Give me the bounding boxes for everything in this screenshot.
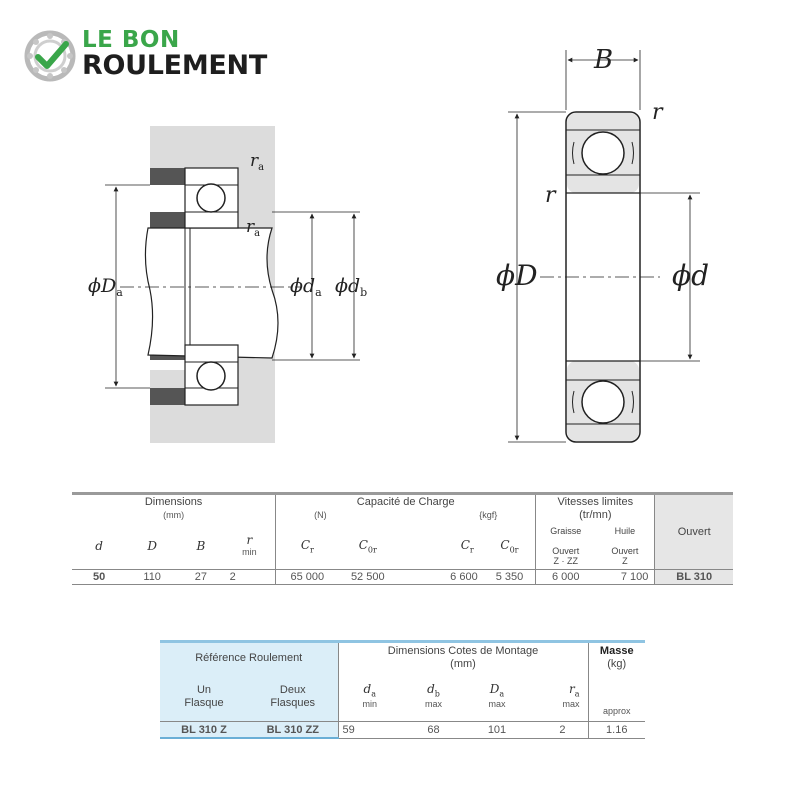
- unit-N: (N): [314, 510, 327, 520]
- sym-B: B: [196, 539, 206, 553]
- label-B: B: [593, 45, 613, 75]
- header-reference: Référence Roulement: [160, 640, 339, 673]
- header-dimensions-unit: (mm): [163, 510, 185, 520]
- header-mass-label: Masse: [599, 645, 634, 657]
- brand-logo: LE BON ROULEMENT: [24, 28, 304, 84]
- label-D: ϕD: [496, 259, 538, 292]
- bearing-spec-table: Dimensions (mm) Capacité de Charge (N) {…: [72, 492, 733, 585]
- label-db: ϕdb: [335, 275, 367, 299]
- label-d: ϕd: [672, 259, 709, 292]
- label-r-side: r: [545, 183, 557, 208]
- header-speed-label: Vitesses limites: [557, 496, 634, 508]
- mass-approx: approx: [602, 706, 631, 716]
- sym-da-lim: min: [362, 699, 377, 710]
- sym-r: r: [246, 532, 253, 547]
- sym-Da-lim: max: [488, 699, 506, 710]
- cell-mass: 1.16: [588, 721, 645, 739]
- header-speed-unit: (tr/mn): [579, 509, 612, 521]
- sym-D: D: [147, 539, 157, 553]
- sym-Cr-N: Cr: [300, 537, 314, 555]
- sym-C0r-kgf: C0r: [500, 537, 519, 555]
- col-grease: Graisse Ouvert Z · ZZ: [536, 523, 596, 570]
- sym-d: d: [95, 539, 103, 553]
- bearing-section-drawing: [508, 50, 700, 443]
- col-grease-sub2: Z · ZZ: [553, 556, 579, 566]
- label-ra-side: ra: [246, 217, 260, 239]
- mounting-drawing: [105, 126, 360, 443]
- header-mounting-label: Dimensions Cotes de Montage: [387, 645, 539, 657]
- table-row: BL 310 Z BL 310 ZZ 59 68 101 2 1.16: [160, 721, 645, 739]
- header-open: Ouvert: [654, 492, 733, 570]
- header-reference-label: Référence Roulement: [195, 652, 303, 664]
- label-Da: ϕDa: [88, 275, 123, 299]
- header-capacity: Capacité de Charge (N) {kgf}: [275, 492, 537, 523]
- sym-db: db: [427, 681, 440, 699]
- header-mass: Masse (kg): [588, 640, 645, 673]
- header-open-label: Ouvert: [677, 526, 711, 538]
- col-two-shields: Deux Flasques: [248, 673, 339, 722]
- sym-ra-lim: max: [562, 699, 580, 710]
- col-grease-label: Graisse: [550, 526, 582, 536]
- col-two-shields-l2: Flasques: [270, 697, 316, 709]
- bearing-check-icon: [24, 30, 76, 82]
- header-speed: Vitesses limites (tr/mn): [535, 492, 656, 523]
- sym-r-min: min: [242, 546, 257, 557]
- cell-Cr-kgf: 6 600: [397, 569, 484, 585]
- header-mounting-unit: (mm): [450, 658, 476, 670]
- header-dimensions: Dimensions (mm): [72, 492, 277, 523]
- col-oil-label: Huile: [614, 526, 636, 536]
- cell-db: 68: [401, 721, 466, 739]
- header-dimensions-label: Dimensions: [144, 496, 203, 508]
- sym-db-lim: max: [424, 699, 442, 710]
- sym-Da: Da: [489, 681, 505, 699]
- cell-ref-z: BL 310 Z: [160, 721, 248, 739]
- cell-Da: 101: [466, 721, 528, 739]
- col-two-shields-l1: Deux: [279, 684, 306, 696]
- sym-Cr-kgf: Cr: [460, 537, 474, 555]
- cell-C0r-kgf: 5 350: [483, 569, 537, 585]
- col-oil-sub1: Ouvert: [611, 546, 639, 556]
- cell-B: 27: [178, 569, 224, 585]
- header-mounting: Dimensions Cotes de Montage (mm): [338, 640, 589, 673]
- col-oil-sub2: Z: [622, 556, 628, 566]
- col-oil: Huile Ouvert Z: [595, 523, 656, 570]
- cell-ref-zz: BL 310 ZZ: [248, 721, 339, 739]
- header-mass-unit: (kg): [607, 658, 627, 670]
- sym-da: da: [363, 681, 376, 699]
- cell-ref-open: BL 310: [654, 569, 733, 585]
- col-one-shield-l2: Flasque: [184, 697, 224, 709]
- label-da: ϕda: [290, 275, 322, 299]
- table-row: 50 110 27 2 65 000 52 500 6 600 5 350 6 …: [72, 569, 733, 585]
- cell-d: 50: [72, 569, 127, 585]
- bearing-drawings: ra ra ϕDa ϕda ϕdb: [88, 45, 709, 443]
- unit-kgf: {kgf}: [479, 510, 498, 520]
- cell-Cr-N: 65 000: [275, 569, 339, 585]
- cell-D: 110: [126, 569, 179, 585]
- cell-r: 2: [223, 569, 277, 585]
- cell-da: 59: [338, 721, 401, 739]
- label-r-top: r: [652, 100, 664, 125]
- cell-C0r-N: 52 500: [338, 569, 398, 585]
- col-one-shield-l1: Un: [196, 684, 212, 696]
- cell-speed-grease: 6 000: [535, 569, 596, 585]
- col-one-shield: Un Flasque: [160, 673, 248, 722]
- logo-line-2: ROULEMENT: [82, 50, 267, 81]
- header-capacity-label: Capacité de Charge: [356, 496, 455, 508]
- cell-speed-oil: 7 100: [595, 569, 656, 585]
- cell-ra: 2: [528, 721, 589, 739]
- sym-C0r-N: C0r: [358, 537, 377, 555]
- mounting-dimensions-table: Référence Roulement Dimensions Cotes de …: [160, 640, 645, 739]
- logo-line-1: LE BON: [82, 27, 180, 53]
- sym-ra: ra: [568, 681, 580, 699]
- col-grease-sub1: Ouvert: [552, 546, 580, 556]
- label-ra-top: ra: [250, 151, 264, 173]
